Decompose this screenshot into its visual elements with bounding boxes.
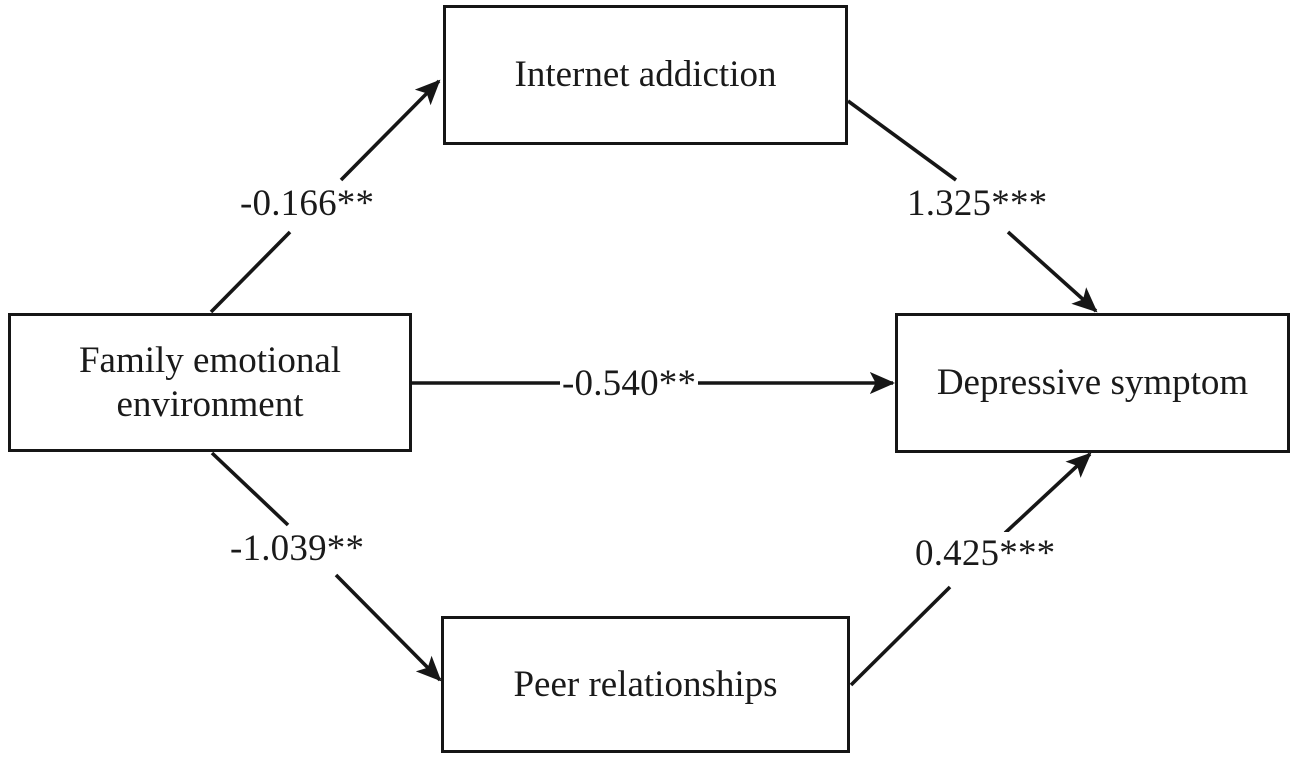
edge-label-peer-to-depressive: 0.425*** xyxy=(913,532,1058,575)
edge-family-to-peer-segment-upper xyxy=(210,451,290,527)
node-depressive-symptom-label: Depressive symptom xyxy=(936,362,1249,404)
edge-label-family-to-internet: -0.166** xyxy=(238,182,377,225)
node-family-emotional-environment-label: Family emotional environment xyxy=(78,339,342,425)
edge-family-to-internet-segment-upper xyxy=(339,79,441,182)
edge-label-internet-to-depressive: 1.325*** xyxy=(905,182,1050,225)
edge-internet-to-depressive-segment-upper xyxy=(846,99,958,182)
edge-label-family-to-depressive: -0.540** xyxy=(560,362,699,405)
node-peer-relationships[interactable]: Peer relationships xyxy=(441,616,850,753)
node-internet-addiction[interactable]: Internet addiction xyxy=(443,5,848,145)
node-internet-addiction-label: Internet addiction xyxy=(514,54,777,96)
edge-peer-to-depressive-segment-lower xyxy=(849,585,952,687)
edge-internet-to-depressive-segment-lower xyxy=(1006,230,1098,313)
edge-family-to-peer-segment-lower xyxy=(334,573,442,682)
node-depressive-symptom[interactable]: Depressive symptom xyxy=(895,313,1290,453)
node-peer-relationships-label: Peer relationships xyxy=(513,663,778,705)
edge-label-family-to-peer: -1.039** xyxy=(228,527,367,570)
edge-family-to-internet-segment-lower xyxy=(209,230,292,314)
edge-peer-to-depressive-segment-upper xyxy=(1003,452,1092,535)
node-family-emotional-environment[interactable]: Family emotional environment xyxy=(8,313,412,452)
